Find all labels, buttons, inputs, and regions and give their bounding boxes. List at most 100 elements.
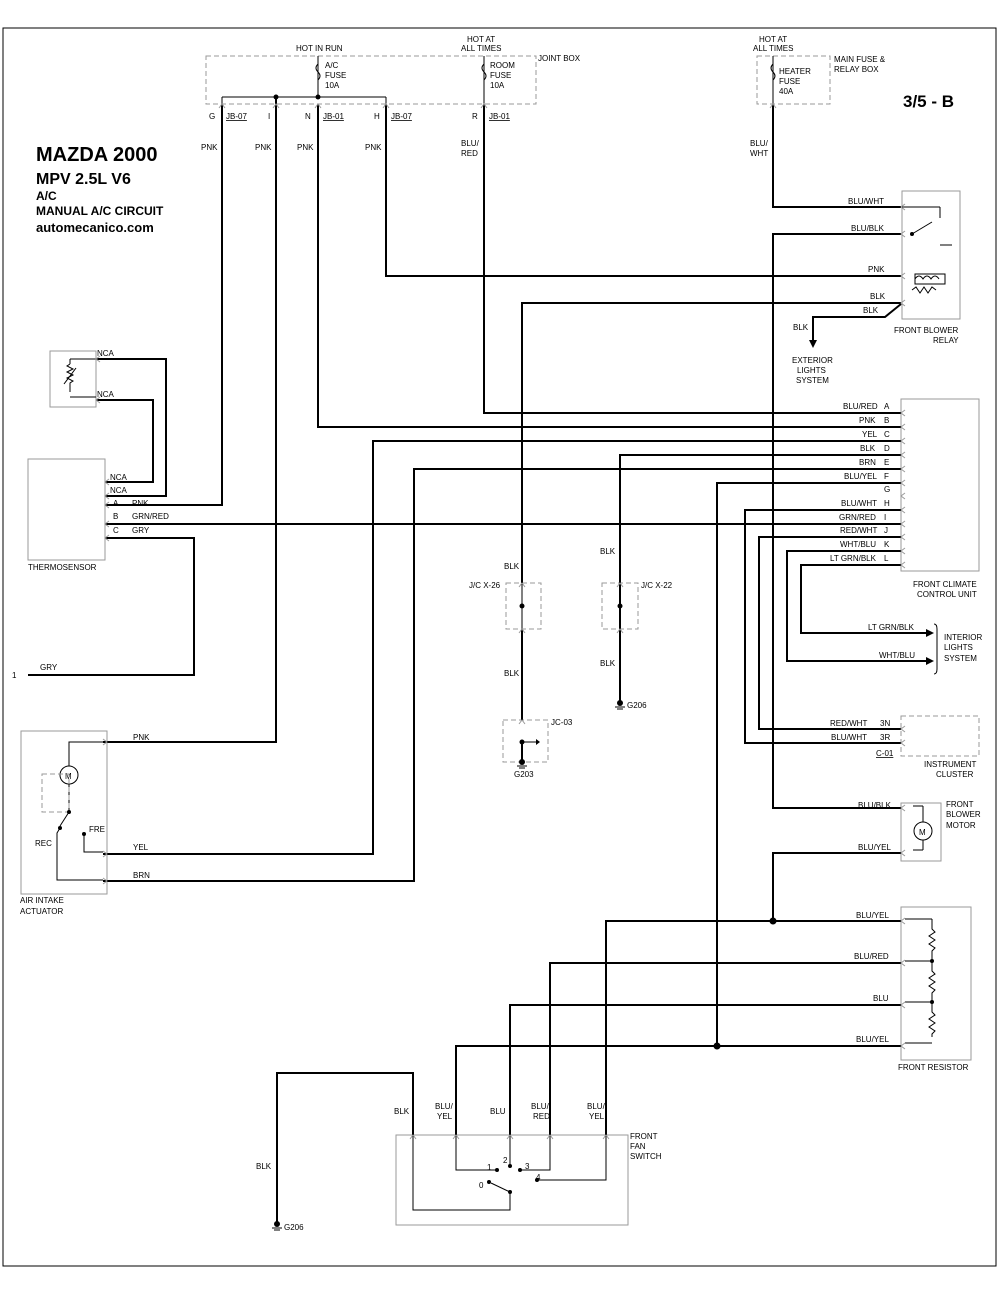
diagram-label: BLU/RED bbox=[854, 952, 889, 961]
diagram-label: BLU/ bbox=[587, 1102, 606, 1111]
diagram-label: BLK bbox=[504, 669, 520, 678]
diagram-label: BLOWER bbox=[946, 810, 981, 819]
diagram-label: JB-01 bbox=[489, 112, 510, 121]
front-climate-control-unit: FRONT CLIMATE CONTROL UNIT bbox=[900, 398, 980, 599]
diagram-label: FRONT BLOWER bbox=[894, 326, 959, 335]
diagram-label: INSTRUMENT bbox=[924, 760, 977, 769]
diagram-label: JOINT BOX bbox=[538, 54, 581, 63]
diagram-label: FRONT CLIMATE bbox=[913, 580, 977, 589]
diagram-label: BLK bbox=[394, 1107, 410, 1116]
instrument-cluster: RED/WHT 3N BLU/WHT 3R C-01 INSTRUMENT CL… bbox=[830, 715, 980, 779]
junction-x22: J/C X-22 bbox=[601, 581, 673, 630]
front-blower-relay: FRONT BLOWER RELAY bbox=[894, 190, 961, 345]
diagram-label: RED/WHT bbox=[840, 526, 877, 535]
diagram-label: WHT/BLU bbox=[879, 651, 915, 660]
diagram-label: ALL TIMES bbox=[461, 44, 501, 53]
diagram-label: FRONT bbox=[946, 800, 974, 809]
diagram-label: YEL bbox=[437, 1112, 453, 1121]
diagram-label: BLK bbox=[793, 323, 809, 332]
front-blower-motor: M BLU/BLK BLU/YEL FRONT BLOWER MOTOR bbox=[858, 800, 981, 862]
header-site: automecanico.com bbox=[36, 220, 154, 235]
diagram-label: GRY bbox=[132, 526, 150, 535]
diagram-label: BRN bbox=[133, 871, 150, 880]
diagram-label: FAN bbox=[630, 1142, 646, 1151]
diagram-label: MAIN FUSE & bbox=[834, 55, 886, 64]
diagram-label: 1 bbox=[487, 1163, 492, 1172]
diagram-label: YEL bbox=[133, 843, 149, 852]
diagram-label: 40A bbox=[779, 87, 794, 96]
diagram-label: A bbox=[884, 402, 890, 411]
diagram-label: EXTERIOR bbox=[792, 356, 833, 365]
header-make: MAZDA 2000 bbox=[36, 144, 158, 166]
diagram-label: LIGHTS bbox=[797, 366, 826, 375]
joint-box: JOINT BOX HOT IN RUN HOT AT ALL TIMES A/… bbox=[205, 35, 581, 121]
diagram-label: B bbox=[113, 512, 118, 521]
fccu-pin-labels: BLU/RED A PNK B YEL C BLK D BRN E BLU/YE… bbox=[830, 402, 890, 563]
diagram-label: INTERIOR bbox=[944, 633, 982, 642]
diagram-label: BLK bbox=[256, 1162, 272, 1171]
header-model: MPV 2.5L V6 bbox=[36, 171, 131, 188]
wires bbox=[28, 97, 934, 1224]
diagram-label: JB-01 bbox=[323, 112, 344, 121]
diagram-label: BLU/ bbox=[435, 1102, 454, 1111]
diagram-label: 0 bbox=[479, 1181, 484, 1190]
junction-x26: J/C X-26 bbox=[469, 581, 542, 630]
diagram-label: G206 bbox=[627, 701, 647, 710]
diagram-label: FRONT RESISTOR bbox=[898, 1063, 969, 1072]
diagram-label: C bbox=[113, 526, 119, 535]
diagram-label: I bbox=[268, 112, 270, 121]
diagram-label: BLK bbox=[863, 306, 879, 315]
diagram-label: PNK bbox=[132, 499, 149, 508]
pin-arrows bbox=[95, 103, 906, 1140]
diagram-label: 10A bbox=[490, 81, 505, 90]
junction-jc03: JC-03 bbox=[502, 718, 573, 763]
diagram-label: WHT/BLU bbox=[840, 540, 876, 549]
diagram-label: CLUSTER bbox=[936, 770, 974, 779]
diagram-label: BLU/YEL bbox=[856, 911, 889, 920]
front-resistor: BLU/YEL BLU/RED BLU BLU/YEL FRONT RESIST… bbox=[854, 906, 972, 1072]
diagram-label: BLK bbox=[600, 659, 616, 668]
diagram-label: A bbox=[113, 499, 119, 508]
diagram-label: J/C X-22 bbox=[641, 581, 673, 590]
header-system: A/C bbox=[36, 189, 57, 203]
diagram-label: BRN bbox=[859, 458, 876, 467]
diagram-label: JC-03 bbox=[551, 718, 573, 727]
diagram-label: BLU/WHT bbox=[848, 197, 884, 206]
diagram-label: R bbox=[472, 112, 478, 121]
diagram-label: M bbox=[919, 828, 926, 837]
diagram-label: PNK bbox=[201, 143, 218, 152]
diagram-label: AIR INTAKE bbox=[20, 896, 64, 905]
diagram-label: C-01 bbox=[876, 749, 894, 758]
diagram-label: J bbox=[884, 526, 888, 535]
diagram-label: REC bbox=[35, 839, 52, 848]
diagram-label: PNK bbox=[859, 416, 876, 425]
diagram-label: HOT AT bbox=[467, 35, 495, 44]
diagram-label: NCA bbox=[110, 473, 128, 482]
diagram-label: BLK bbox=[600, 547, 616, 556]
diagram-label: CONTROL UNIT bbox=[917, 590, 977, 599]
diagram-label: PNK bbox=[255, 143, 272, 152]
diagram-label: GRN/RED bbox=[839, 513, 876, 522]
diagram-label: BLU/BLK bbox=[851, 224, 885, 233]
diagram-label: FRONT bbox=[630, 1132, 658, 1141]
diagram-label: 3N bbox=[880, 719, 890, 728]
diagram-label: PNK bbox=[868, 265, 885, 274]
diagram-label: LT GRN/BLK bbox=[830, 554, 877, 563]
diagram-label: F bbox=[884, 472, 889, 481]
diagram-label: BLU/WHT bbox=[841, 499, 877, 508]
diagram-label: ACTUATOR bbox=[20, 907, 63, 916]
diagram-label: BLU/YEL bbox=[856, 1035, 889, 1044]
diagram-label: BLU/RED bbox=[843, 402, 878, 411]
diagram-label: MOTOR bbox=[946, 821, 976, 830]
thermosensor: NCA NCA A PNK B GRN/RED C GRY THERMOSENS… bbox=[27, 458, 169, 572]
diagram-label: THERMOSENSOR bbox=[28, 563, 97, 572]
ground-g206-lower: G206 bbox=[272, 1221, 304, 1232]
diagram-label: G203 bbox=[514, 770, 534, 779]
diagram-label: FUSE bbox=[490, 71, 511, 80]
diagram-label: I bbox=[884, 513, 886, 522]
diagram-label: B bbox=[884, 416, 889, 425]
diagram-label: RELAY BOX bbox=[834, 65, 879, 74]
diagram-label: M bbox=[65, 772, 72, 781]
diagram-label: PNK bbox=[133, 733, 150, 742]
diagram-label: FUSE bbox=[779, 77, 800, 86]
